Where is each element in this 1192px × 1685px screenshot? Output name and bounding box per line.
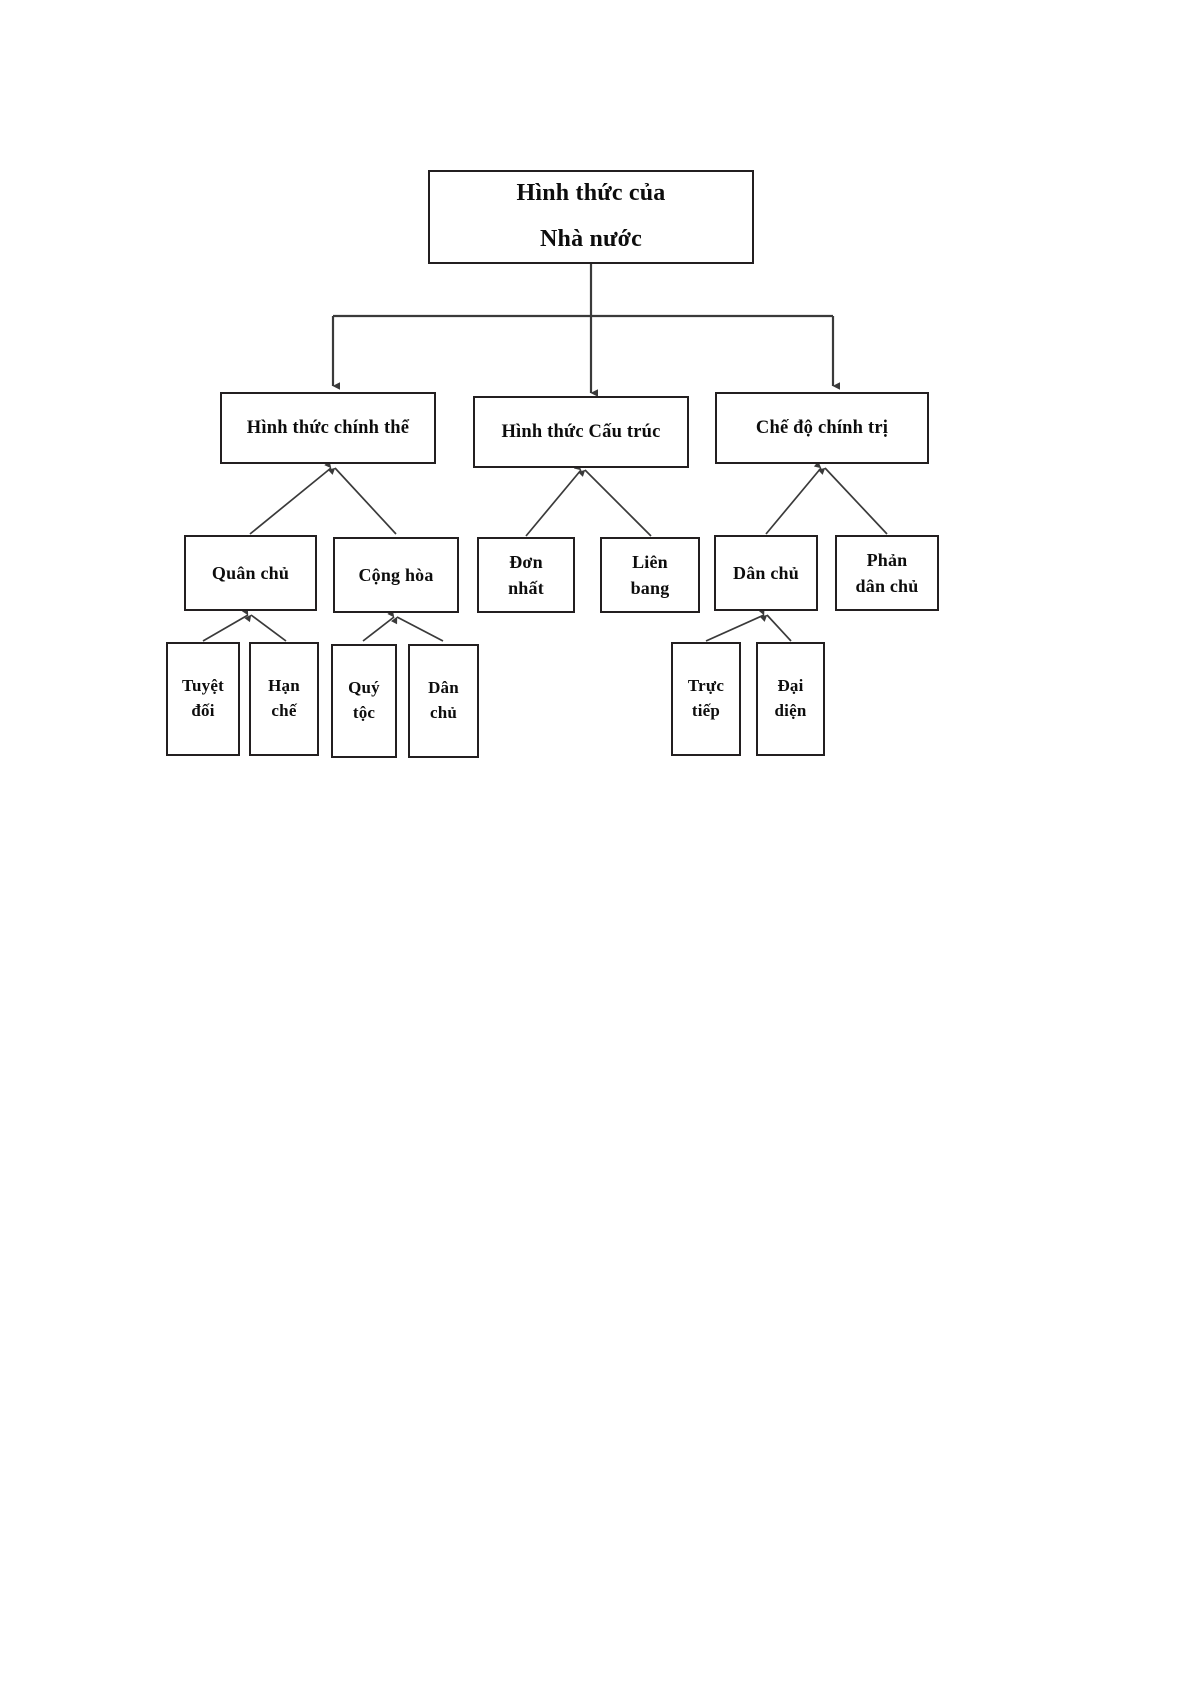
node-dan-chu-cong-hoa-label: Dân chủ — [428, 678, 459, 722]
node-dan-chu-cong-hoa[interactable]: Dân chủ — [408, 644, 479, 758]
node-cong-hoa-label: Cộng hòa — [358, 564, 434, 585]
node-phan-dan-chu[interactable]: Phản dân chủ — [835, 535, 939, 611]
node-che-do-chinh-tri[interactable]: Chế độ chính trị — [715, 392, 929, 464]
node-quy-toc[interactable]: Quý tộc — [331, 644, 397, 758]
node-quan-chu-label: Quân chủ — [211, 562, 290, 583]
node-quan-chu[interactable]: Quân chủ — [184, 535, 317, 611]
node-quy-toc-label: Quý tộc — [348, 678, 380, 722]
node-truc-tiep-label: Trực tiếp — [687, 676, 725, 720]
node-don-nhat[interactable]: Đơn nhất — [477, 537, 575, 613]
node-han-che-label: Hạn chế — [268, 676, 300, 720]
node-han-che[interactable]: Hạn chế — [249, 642, 319, 756]
node-hinh-thuc-chinh-the-label: Hình thức chính thể — [246, 417, 410, 438]
node-hinh-thuc-cau-truc-label: Hình thức Cấu trúc — [501, 421, 661, 442]
node-tuyet-doi-label: Tuyệt đối — [182, 676, 224, 720]
node-lien-bang[interactable]: Liên bang — [600, 537, 700, 613]
node-hinh-thuc-cau-truc[interactable]: Hình thức Cấu trúc — [473, 396, 689, 468]
node-che-do-chinh-tri-label: Chế độ chính trị — [755, 417, 889, 438]
node-root-label: Hình thức của Nhà nước — [516, 180, 666, 252]
node-root[interactable]: Hình thức của Nhà nước — [428, 170, 754, 264]
node-dai-dien[interactable]: Đại diện — [756, 642, 825, 756]
node-lien-bang-label: Liên bang — [630, 551, 670, 598]
node-dan-chu-label: Dân chủ — [733, 562, 799, 583]
node-hinh-thuc-chinh-the[interactable]: Hình thức chính thể — [220, 392, 436, 464]
node-truc-tiep[interactable]: Trực tiếp — [671, 642, 741, 756]
node-phan-dan-chu-label: Phản dân chủ — [855, 549, 919, 596]
node-cong-hoa[interactable]: Cộng hòa — [333, 537, 459, 613]
node-dai-dien-label: Đại diện — [774, 676, 807, 720]
node-don-nhat-label: Đơn nhất — [508, 551, 544, 598]
node-tuyet-doi[interactable]: Tuyệt đối — [166, 642, 240, 756]
node-dan-chu[interactable]: Dân chủ — [714, 535, 818, 611]
